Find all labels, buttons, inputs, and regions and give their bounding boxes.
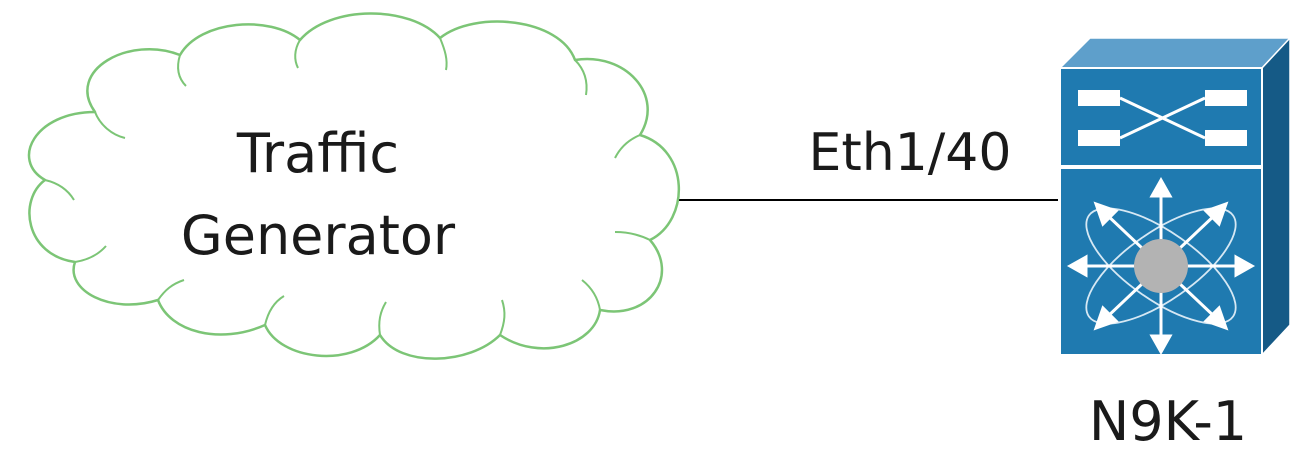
- cloud-curl: [177, 54, 187, 87]
- port-blocks: [1078, 90, 1247, 146]
- cloud-curl: [44, 179, 75, 201]
- cloud-curl: [581, 279, 601, 311]
- cloud-label-line2: Generator: [181, 204, 456, 267]
- atom-orbits: [1085, 207, 1237, 325]
- traffic-generator-cloud: Traffic Generator: [27, 12, 681, 360]
- cloud-curl: [499, 299, 506, 336]
- cloud-curl: [74, 245, 107, 263]
- crossing-arrows-icon: [1119, 96, 1206, 140]
- nexus-9000-switch-icon: [1058, 36, 1292, 357]
- cloud-curl: [614, 134, 641, 159]
- switch-side-face: [1261, 36, 1291, 357]
- cloud-curl: [157, 279, 185, 301]
- switch-top-face: [1058, 37, 1292, 69]
- cloud-curl: [574, 59, 588, 96]
- cloud-curl: [294, 39, 301, 69]
- switch-label: N9K-1: [1089, 390, 1247, 453]
- cloud-curl: [264, 295, 285, 326]
- cloud-curl: [94, 111, 126, 139]
- link-label: Eth1/40: [809, 123, 1012, 183]
- cloud-label-line1: Traffic: [236, 122, 399, 185]
- cloud-curl: [378, 301, 387, 336]
- switch-hub: [1134, 239, 1188, 293]
- cloud-icon: [27, 12, 681, 360]
- cloud-curl: [614, 231, 651, 241]
- cloud-curl: [439, 37, 448, 71]
